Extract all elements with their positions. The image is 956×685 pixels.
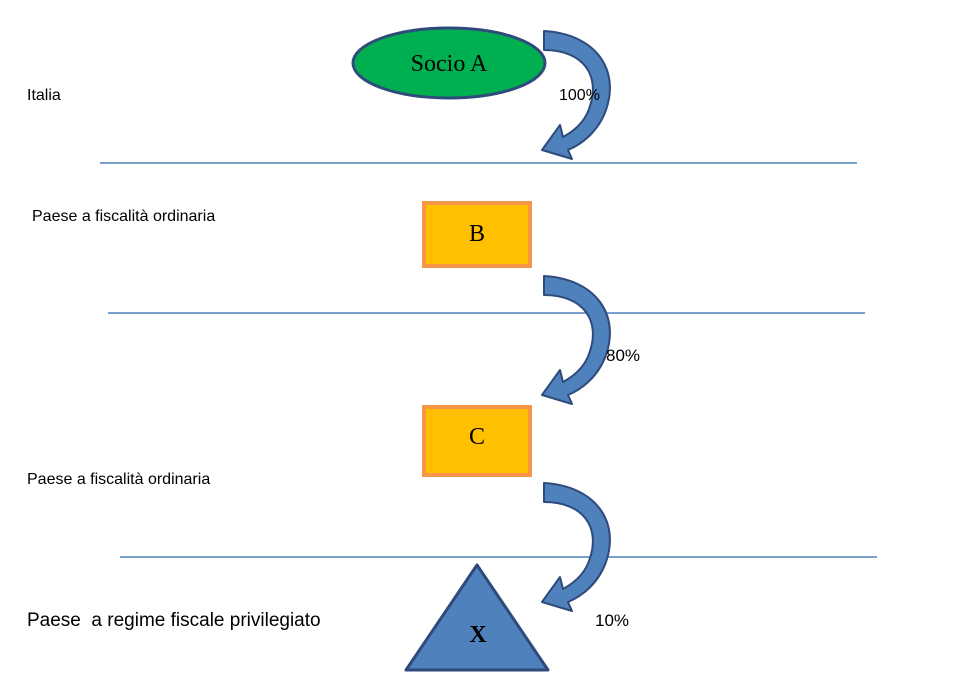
curved-arrow-2 bbox=[541, 275, 611, 405]
company-x-label: X bbox=[469, 622, 487, 648]
curved-arrow-1 bbox=[541, 30, 611, 160]
ownership-pct-10: 10% bbox=[595, 611, 630, 630]
socio-a-ellipse bbox=[351, 26, 547, 100]
ownership-pct-100: 100% bbox=[559, 87, 600, 104]
company-x-triangle bbox=[404, 563, 550, 672]
region-label-ordinaria-2: Paese a fiscalità ordinaria bbox=[27, 471, 211, 488]
region-label-ordinaria-1: Paese a fiscalità ordinaria bbox=[32, 208, 216, 225]
curved-arrow-3 bbox=[541, 482, 611, 612]
region-label-privilegiato: Paese a regime fiscale privilegiato bbox=[27, 610, 321, 631]
region-label-italia: Italia bbox=[27, 87, 61, 104]
socio-a-label: Socio A bbox=[411, 51, 488, 77]
company-c-box bbox=[422, 405, 532, 477]
company-c-label: C bbox=[469, 424, 485, 450]
ownership-pct-80: 80% bbox=[606, 346, 641, 365]
company-b-box bbox=[422, 201, 532, 268]
company-b-label: B bbox=[469, 221, 485, 247]
